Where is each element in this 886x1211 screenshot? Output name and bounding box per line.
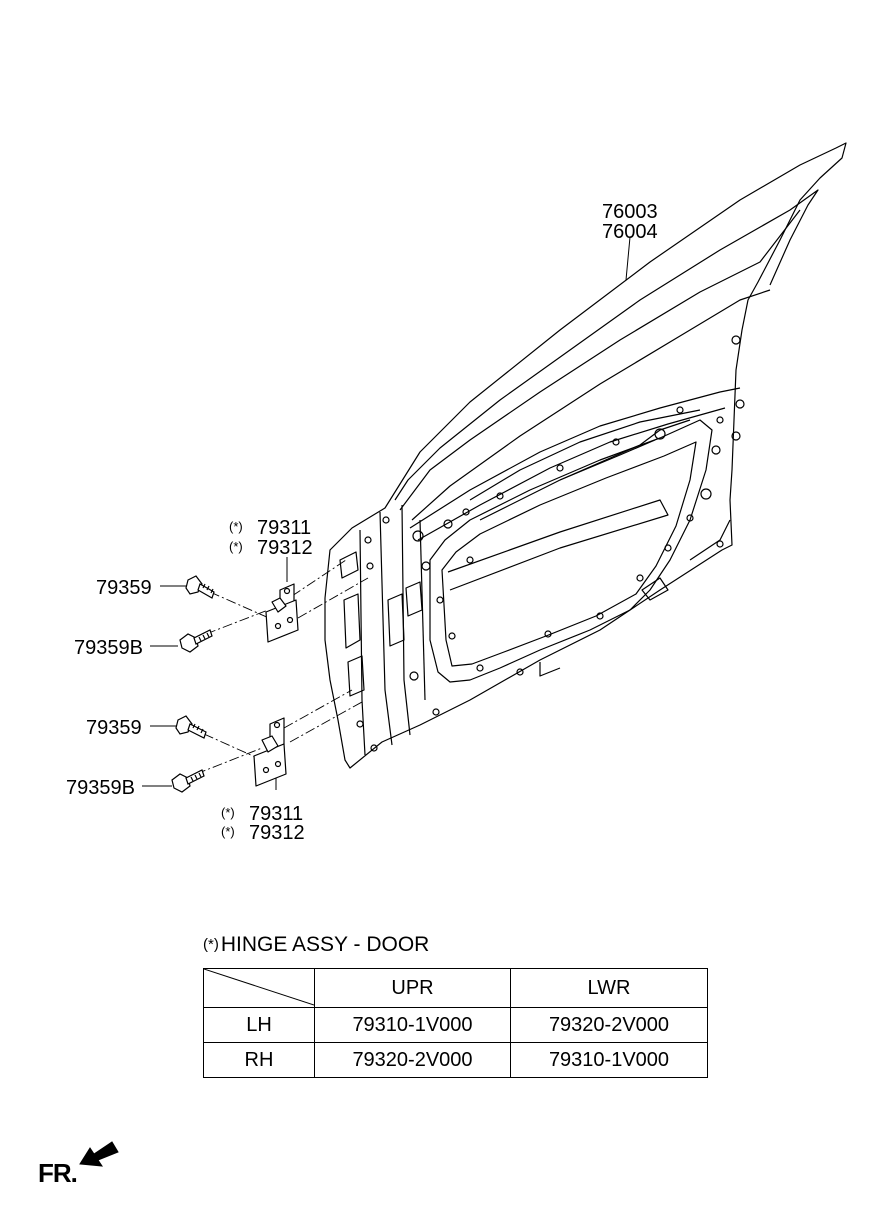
table-cell-side: LH bbox=[203, 1007, 315, 1043]
table-cell-upr: 79310-1V000 bbox=[314, 1007, 511, 1043]
table-cell-lwr: 79310-1V000 bbox=[510, 1042, 708, 1078]
upper-hinge bbox=[265, 583, 299, 643]
table-cell-side: RH bbox=[203, 1042, 315, 1078]
lower-bolt-label: 79359 bbox=[86, 717, 142, 739]
lower-hinge-marker-2: (*) bbox=[221, 824, 235, 839]
lower-hinge-label-2: 79312 bbox=[249, 822, 305, 844]
lower-hinge-label-1: 79311 bbox=[249, 803, 303, 825]
table-cell-upr: 79320-2V000 bbox=[314, 1042, 511, 1078]
table-row: LH 79310-1V000 79320-2V000 bbox=[203, 1007, 708, 1043]
upper-bolt-icon bbox=[185, 575, 215, 599]
lower-hinge bbox=[253, 717, 287, 787]
door-part-label-2: 76004 bbox=[602, 221, 658, 243]
hinge-part-table: UPR LWR LH 79310-1V000 79320-2V000 RH 79… bbox=[203, 968, 708, 1078]
upper-bolt-b-label: 79359B bbox=[74, 637, 143, 659]
table-header-row: UPR LWR bbox=[203, 968, 708, 1008]
table-corner-diagonal bbox=[204, 969, 314, 1006]
upper-hinge-label-1: 79311 bbox=[257, 517, 311, 539]
front-door-panel bbox=[324, 142, 847, 769]
front-direction-arrow-icon bbox=[79, 1141, 119, 1167]
upper-bolt-b-icon bbox=[179, 629, 213, 653]
door-part-label-1: 76003 bbox=[602, 201, 658, 223]
lower-bolt-b-label: 79359B bbox=[66, 777, 135, 799]
lower-bolt-icon bbox=[175, 715, 207, 739]
hinge-note-marker: (*) bbox=[203, 936, 219, 953]
table-header-upr: UPR bbox=[314, 968, 511, 1008]
lower-bolt-b-icon bbox=[171, 769, 205, 793]
table-header-lwr: LWR bbox=[510, 968, 708, 1008]
door-leader-line bbox=[625, 236, 631, 281]
hinge-note-title: (*)HINGE ASSY - DOOR bbox=[203, 933, 429, 957]
lower-hinge-marker-1: (*) bbox=[221, 805, 235, 820]
upper-hinge-marker-2: (*) bbox=[229, 539, 243, 554]
upper-hinge-label-2: 79312 bbox=[257, 537, 313, 559]
hinge-note-text: HINGE ASSY - DOOR bbox=[220, 933, 430, 956]
table-cell-lwr: 79320-2V000 bbox=[510, 1007, 708, 1043]
upper-hinge-marker-1: (*) bbox=[229, 519, 243, 534]
table-row: RH 79320-2V000 79310-1V000 bbox=[203, 1042, 708, 1078]
table-corner-cell bbox=[203, 968, 315, 1008]
assembly-dash-lines bbox=[195, 559, 369, 775]
leader-lines bbox=[142, 236, 631, 790]
upper-bolt-label: 79359 bbox=[96, 577, 152, 599]
front-direction-label: FR. bbox=[38, 1158, 78, 1188]
